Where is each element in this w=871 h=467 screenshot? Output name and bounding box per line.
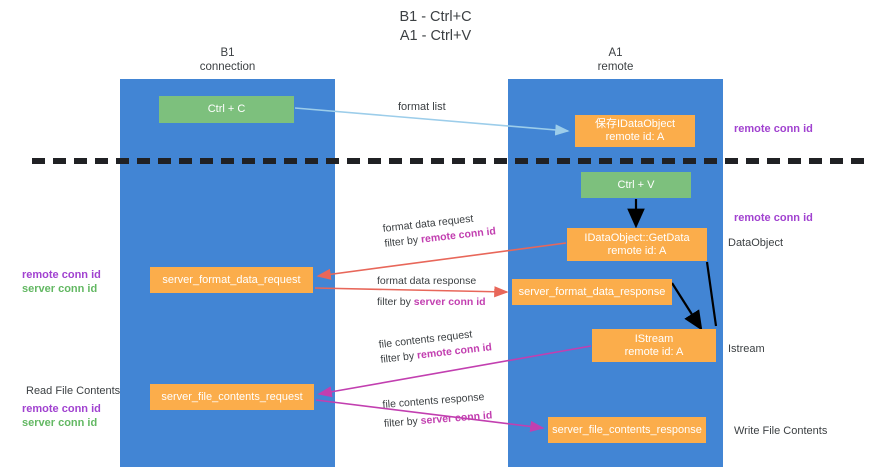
node-server-format-data-response[interactable]: server_format_data_response	[512, 279, 672, 305]
label-data-object: DataObject	[728, 237, 784, 249]
diagram-title: B1 - Ctrl+C A1 - Ctrl+V	[399, 9, 472, 44]
label-remote-conn-id-mid: remote conn id	[734, 212, 813, 224]
lane-header-a1: A1 remote	[597, 47, 634, 73]
legend-server-conn-id: server conn id	[22, 417, 98, 429]
wire-format-list	[294, 107, 570, 136]
legend-conn-ids-middle: remote conn id server conn id	[22, 268, 101, 296]
legend-conn-ids-bottom: remote conn id server conn id	[22, 402, 101, 430]
wire-format-data-response	[314, 286, 509, 298]
wire-format-data-request	[316, 242, 567, 280]
node-server-file-contents-request[interactable]: server_file_contents_request	[150, 384, 314, 410]
flow-label-format-data-response: format data response filter by server co…	[377, 274, 486, 310]
label-write-file-contents: Write File Contents	[734, 425, 828, 437]
label-remote-conn-id-top: remote conn id	[734, 123, 813, 135]
flow-filter-key: server conn id	[413, 296, 486, 308]
node-save-idataobject[interactable]: 保存IDataObject remote id: A	[575, 115, 695, 147]
node-ctrl-v[interactable]: Ctrl + V	[581, 172, 691, 198]
flow-filter: filter by server conn id	[377, 296, 486, 308]
legend-remote-conn-id: remote conn id	[22, 403, 101, 415]
legend-remote-conn-id: remote conn id	[22, 269, 101, 281]
wire-response-to-istream	[671, 282, 703, 331]
node-idataobject-getdata[interactable]: IDataObject::GetData remote id: A	[567, 228, 707, 261]
node-ctrl-c[interactable]: Ctrl + C	[159, 96, 294, 123]
wire-file-contents-request	[317, 345, 592, 398]
node-server-file-contents-response[interactable]: server_file_contents_response	[548, 417, 706, 443]
node-server-format-data-request[interactable]: server_format_data_request	[150, 267, 313, 293]
node-istream[interactable]: IStream remote id: A	[592, 329, 716, 362]
wire-getdata-to-istream	[705, 261, 718, 327]
phase-divider	[32, 158, 870, 164]
lane-header-b1: B1 connection	[199, 47, 256, 73]
wire-file-contents-response	[315, 399, 545, 432]
label-istream: Istream	[728, 343, 765, 355]
label-format-list: format list	[398, 101, 446, 113]
label-read-file-contents: Read File Contents	[26, 385, 121, 397]
flow-title: format data response	[377, 275, 477, 287]
legend-server-conn-id: server conn id	[22, 283, 98, 295]
